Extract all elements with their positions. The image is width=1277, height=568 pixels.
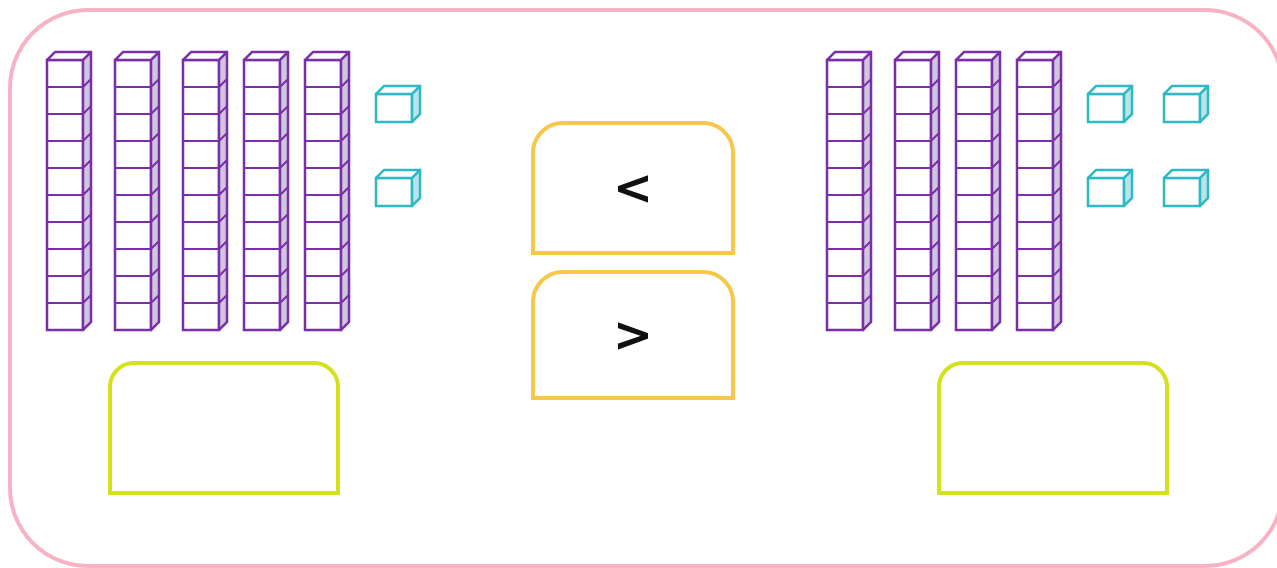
right-one-cube bbox=[1086, 84, 1136, 131]
right-ten-rod bbox=[825, 50, 875, 337]
left-one-cube bbox=[374, 84, 424, 131]
left-ten-rod bbox=[303, 50, 353, 337]
right-one-cube bbox=[1086, 168, 1136, 215]
left-one-cube bbox=[374, 168, 424, 215]
right-one-cube bbox=[1162, 168, 1212, 215]
left-ten-rod bbox=[181, 50, 231, 337]
greater-than-button[interactable]: > bbox=[531, 270, 735, 400]
right-ten-rod bbox=[1015, 50, 1065, 337]
left-answer-box[interactable] bbox=[108, 361, 340, 495]
right-one-cube bbox=[1162, 84, 1212, 131]
less-than-button[interactable]: < bbox=[531, 121, 735, 255]
right-ten-rod bbox=[954, 50, 1004, 337]
left-ten-rod bbox=[113, 50, 163, 337]
right-ten-rod bbox=[893, 50, 943, 337]
left-ten-rod bbox=[45, 50, 95, 337]
left-ten-rod bbox=[242, 50, 292, 337]
right-answer-box[interactable] bbox=[937, 361, 1169, 495]
